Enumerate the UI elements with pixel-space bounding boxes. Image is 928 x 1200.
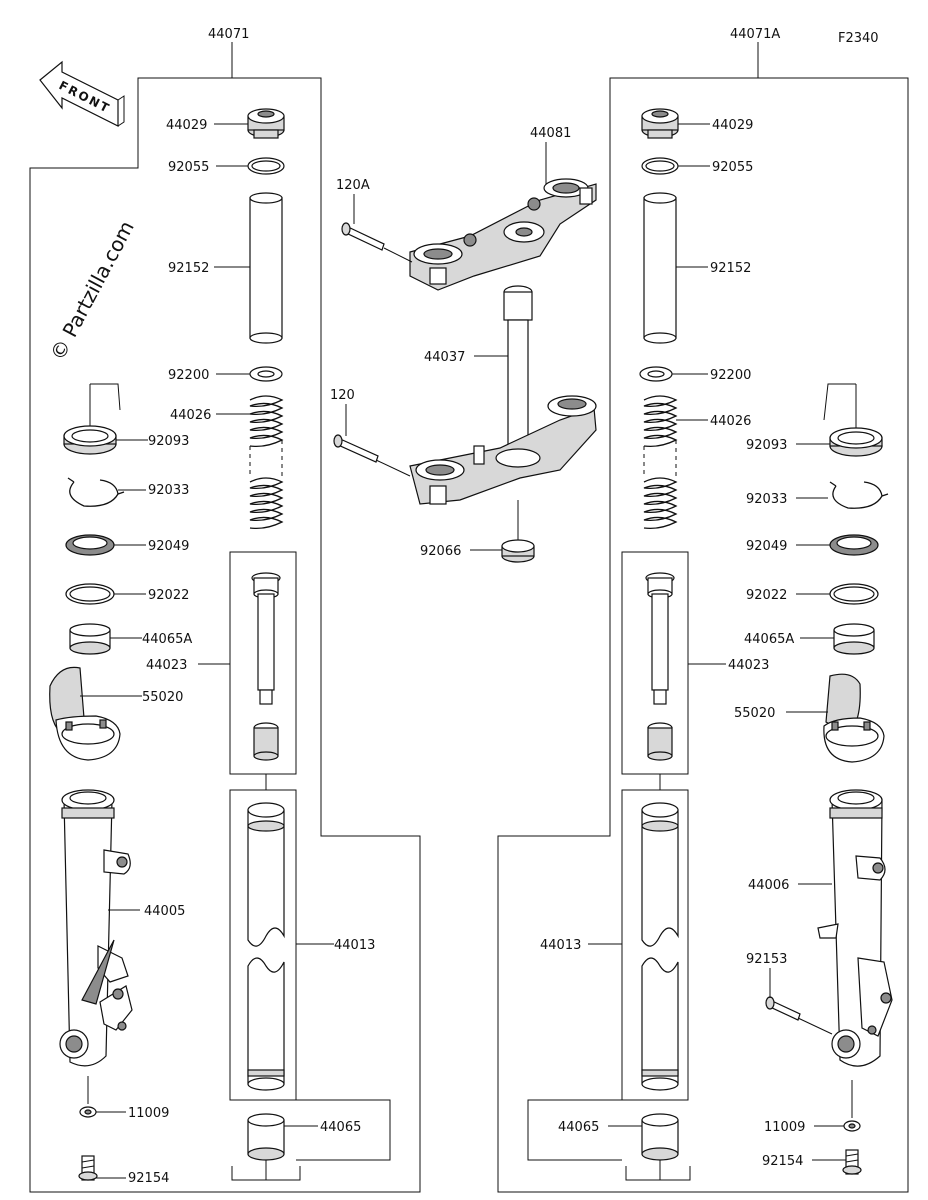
part-92154-right[interactable] xyxy=(842,1149,862,1175)
part-92049-right[interactable] xyxy=(829,534,879,556)
callout-92033-right[interactable]: 92033 xyxy=(746,492,787,507)
part-120[interactable] xyxy=(333,434,379,463)
part-92066[interactable] xyxy=(501,539,535,563)
callout-44023-left[interactable]: 44023 xyxy=(146,658,187,673)
part-44065-left[interactable] xyxy=(247,1113,285,1161)
part-44026-right[interactable] xyxy=(643,395,678,530)
callout-44013-left[interactable]: 44013 xyxy=(334,938,375,953)
callout-44029-left[interactable]: 44029 xyxy=(166,118,207,133)
part-92033-right[interactable] xyxy=(829,481,889,509)
part-92022-left[interactable] xyxy=(65,583,115,605)
part-92093-right[interactable] xyxy=(829,427,883,457)
part-44037[interactable] xyxy=(409,285,597,505)
callout-92049-left[interactable]: 92049 xyxy=(148,539,189,554)
callout-44065A-right[interactable]: 44065A xyxy=(744,632,794,647)
callout-44065-right[interactable]: 44065 xyxy=(558,1120,599,1135)
callout-92055-left[interactable]: 92055 xyxy=(168,160,209,175)
callout-44013-right[interactable]: 44013 xyxy=(540,938,581,953)
part-92093-left[interactable] xyxy=(63,425,117,455)
callout-44029-right[interactable]: 44029 xyxy=(712,118,753,133)
part-92033-left[interactable] xyxy=(67,477,125,507)
callout-44005-left[interactable]: 44005 xyxy=(144,904,185,919)
callout-120A[interactable]: 120A xyxy=(336,178,370,193)
watermark: © Partzilla.com xyxy=(45,217,139,365)
callout-11009-right[interactable]: 11009 xyxy=(764,1120,805,1135)
callout-92033-left[interactable]: 92033 xyxy=(148,483,189,498)
part-44005-left[interactable] xyxy=(59,789,133,1067)
part-92022-right[interactable] xyxy=(829,583,879,605)
part-44023-right[interactable] xyxy=(621,551,689,775)
callout-92200-right[interactable]: 92200 xyxy=(710,368,751,383)
part-92152-left[interactable] xyxy=(249,192,283,344)
callout-55020-right[interactable]: 55020 xyxy=(734,706,775,721)
part-92153-right[interactable] xyxy=(765,996,801,1021)
front-arrow-icon: FRONT xyxy=(39,60,125,127)
callout-11009-left[interactable]: 11009 xyxy=(128,1106,169,1121)
part-92055-left[interactable] xyxy=(247,157,285,175)
callout-55020-left[interactable]: 55020 xyxy=(142,690,183,705)
part-55020-left[interactable] xyxy=(49,666,121,761)
callout-92022-right[interactable]: 92022 xyxy=(746,588,787,603)
callout-92022-left[interactable]: 92022 xyxy=(148,588,189,603)
callout-92152-right[interactable]: 92152 xyxy=(710,261,751,276)
part-44006-right[interactable] xyxy=(817,789,893,1067)
callout-44026-left[interactable]: 44026 xyxy=(170,408,211,423)
callout-44037[interactable]: 44037 xyxy=(424,350,465,365)
right-assembly-label: 44071A xyxy=(730,27,780,42)
callout-44026-right[interactable]: 44026 xyxy=(710,414,751,429)
callout-92200-left[interactable]: 92200 xyxy=(168,368,209,383)
left-assembly-label: 44071 xyxy=(208,27,249,42)
callout-92093-right[interactable]: 92093 xyxy=(746,438,787,453)
part-92152-right[interactable] xyxy=(643,192,677,344)
callout-120[interactable]: 120 xyxy=(330,388,355,403)
part-44026-left[interactable] xyxy=(249,395,284,530)
callout-92055-right[interactable]: 92055 xyxy=(712,160,753,175)
right-fork-outline xyxy=(497,42,909,1193)
callout-44081[interactable]: 44081 xyxy=(530,126,571,141)
callout-44065A-left[interactable]: 44065A xyxy=(142,632,192,647)
part-44013-right[interactable] xyxy=(621,789,689,1101)
part-92049-left[interactable] xyxy=(65,534,115,556)
callout-92153-right[interactable]: 92153 xyxy=(746,952,787,967)
callout-92154-right[interactable]: 92154 xyxy=(762,1154,803,1169)
part-11009-right[interactable] xyxy=(843,1080,861,1132)
callout-44023-right[interactable]: 44023 xyxy=(728,658,769,673)
callout-44065-left[interactable]: 44065 xyxy=(320,1120,361,1135)
part-92200-right[interactable] xyxy=(639,366,673,382)
callout-44006-right[interactable]: 44006 xyxy=(748,878,789,893)
left-fork-outline xyxy=(29,42,421,1193)
callout-92066[interactable]: 92066 xyxy=(420,544,461,559)
part-92055-right[interactable] xyxy=(641,157,679,175)
part-44081[interactable] xyxy=(409,178,597,291)
part-44065-right[interactable] xyxy=(641,1113,679,1161)
part-44023-left[interactable] xyxy=(229,551,297,775)
part-44013-left[interactable] xyxy=(229,789,297,1101)
callout-92093-left[interactable]: 92093 xyxy=(148,434,189,449)
part-44029-right[interactable] xyxy=(641,108,679,139)
figure-code: F2340 xyxy=(838,31,879,46)
part-92200-left[interactable] xyxy=(249,366,283,382)
part-44065A-right[interactable] xyxy=(833,623,875,655)
part-44029-left[interactable] xyxy=(247,108,285,139)
part-120A[interactable] xyxy=(341,222,385,251)
part-11009-left[interactable] xyxy=(79,1076,97,1118)
part-55020-right[interactable] xyxy=(823,673,885,763)
callout-92154-left[interactable]: 92154 xyxy=(128,1171,169,1186)
part-44065A-left[interactable] xyxy=(69,623,111,655)
callout-92152-left[interactable]: 92152 xyxy=(168,261,209,276)
callout-92049-right[interactable]: 92049 xyxy=(746,539,787,554)
part-92154-left[interactable] xyxy=(78,1155,98,1181)
